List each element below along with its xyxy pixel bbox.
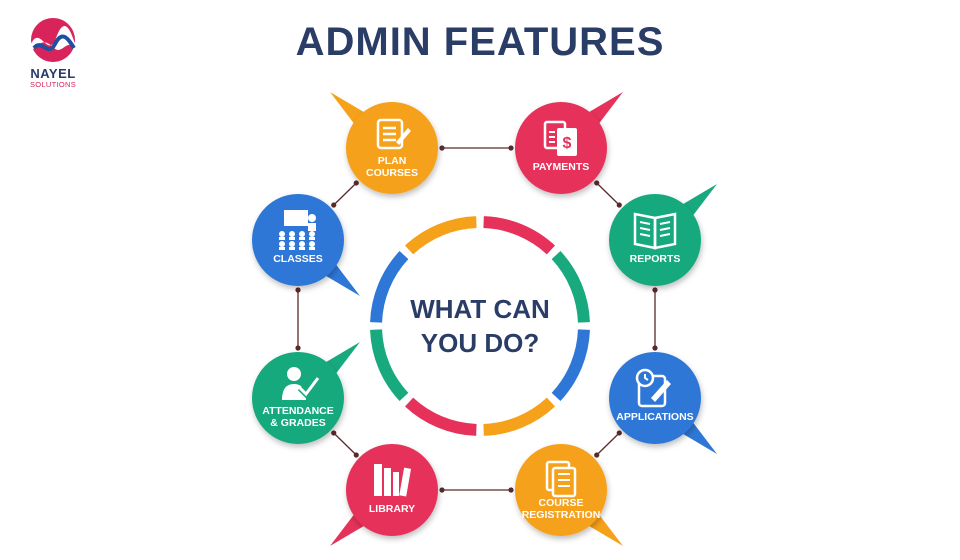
connector-dot <box>616 430 622 436</box>
connector-dot <box>594 452 600 458</box>
connector-dot <box>508 487 514 493</box>
center-text: WHAT CAN YOU DO? <box>410 294 550 358</box>
connector-dot <box>508 145 514 151</box>
connector-path <box>295 145 658 493</box>
feature-payments: $ PAYMENTS <box>515 92 623 194</box>
center-ring <box>370 216 590 436</box>
bubble-circle <box>252 194 344 286</box>
feature-library: LIBRARY <box>330 444 438 546</box>
wave-logo-icon <box>31 18 76 62</box>
feature-label: REPORTS <box>630 253 681 265</box>
connector-dot <box>439 145 445 151</box>
connector-line <box>333 182 357 206</box>
feature-label: PAYMENTS <box>533 161 590 173</box>
connector-dot <box>331 202 337 208</box>
ring-segment <box>370 329 409 402</box>
connector-line <box>596 432 620 456</box>
feature-label: APPLICATIONS <box>616 411 693 423</box>
ring-segment <box>551 329 590 402</box>
svg-text:$: $ <box>563 135 572 152</box>
connector-dot <box>331 430 337 436</box>
ring-segment <box>370 250 409 323</box>
bill-dollar-icon: $ <box>543 120 577 156</box>
classroom-icon <box>279 210 316 250</box>
connector-dot <box>652 345 658 351</box>
open-book-icon <box>633 212 677 250</box>
feature-label: LIBRARY <box>369 503 415 515</box>
connector-dot <box>295 345 301 351</box>
connector-dot <box>295 287 301 293</box>
ring-segment <box>404 397 477 436</box>
clipboard-clock-pen-icon <box>635 368 671 408</box>
ring-segment <box>483 216 556 255</box>
feature-attendance: ATTENDANCE& GRADES <box>252 342 360 444</box>
feature-label: COURSES <box>366 167 418 179</box>
pencil-notepad-icon <box>376 118 411 150</box>
feature-label: ATTENDANCE <box>262 405 334 417</box>
connector-dot <box>439 487 445 493</box>
connector-dot <box>353 452 359 458</box>
connector-dot <box>616 202 622 208</box>
connector-line <box>596 182 620 206</box>
connector-line <box>333 432 357 456</box>
brand-subname: SOLUTIONS <box>29 80 77 89</box>
teacher-check-icon <box>282 367 321 400</box>
center-line-2: YOU DO? <box>421 328 539 358</box>
ring-segment <box>483 397 556 436</box>
connector-dot <box>652 287 658 293</box>
ring-segment <box>404 216 477 255</box>
books-icon <box>374 464 412 497</box>
connector-dot <box>353 180 359 186</box>
feature-label: CLASSES <box>273 253 323 265</box>
connector-dot <box>594 180 600 186</box>
brand-name: NAYEL <box>30 66 76 81</box>
feature-label: REGISTRATION <box>522 509 601 521</box>
feature-applications: APPLICATIONS <box>609 352 717 454</box>
page-title: ADMIN FEATURES <box>295 20 665 64</box>
bubble-circle <box>346 444 438 536</box>
brand-logo: NAYEL SOLUTIONS <box>22 14 84 92</box>
center-line-1: WHAT CAN <box>410 294 550 324</box>
feature-label: COURSE <box>539 497 584 509</box>
documents-icon <box>545 460 577 498</box>
feature-label: PLAN <box>378 155 407 167</box>
feature-reports: REPORTS <box>609 184 717 286</box>
ring-segment <box>551 250 590 323</box>
feature-classes: CLASSES <box>252 194 360 296</box>
feature-label: & GRADES <box>270 417 325 429</box>
